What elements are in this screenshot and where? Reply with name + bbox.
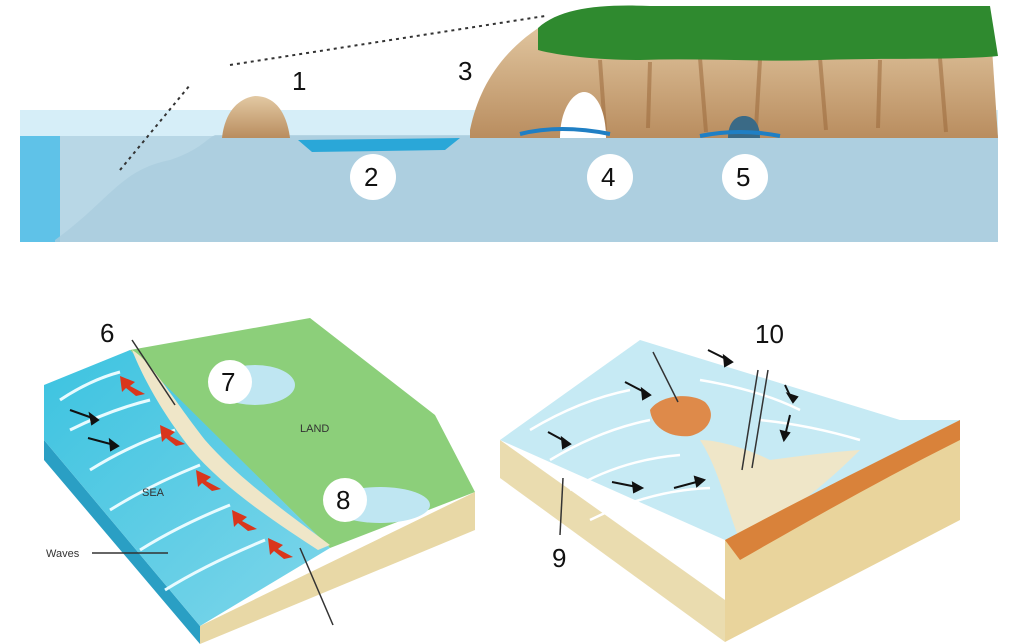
bottom-right-diagram: 9 10: [500, 319, 960, 642]
pointer-6: [131, 339, 176, 406]
pointer-headland: [652, 351, 679, 403]
sea-area: [500, 340, 960, 540]
cliff-vegetation: [538, 5, 998, 61]
cliff-streaks: [598, 57, 948, 133]
pointer-bottom: [299, 547, 334, 626]
block-side-front: [500, 440, 725, 642]
sea-stack: [222, 96, 290, 138]
label-5-circle: [722, 154, 768, 200]
label-4: 4: [601, 162, 615, 192]
bottom-left-diagram: 6 7 8 LAND SEA Waves: [44, 318, 475, 644]
label-9: 9: [552, 543, 566, 573]
label-7: 7: [221, 367, 235, 397]
former-cliff-line: [119, 15, 546, 171]
headland-outcrop: [650, 396, 711, 437]
sea-arch: [560, 92, 606, 138]
label-2-circle: [350, 154, 396, 200]
label-2: 2: [364, 162, 378, 192]
sea-label: SEA: [142, 487, 165, 499]
top-diagram: 1 2 3 4 5: [20, 5, 998, 242]
surf-foam: [519, 127, 781, 138]
label-1: 1: [292, 66, 306, 96]
sea-area: [44, 350, 330, 626]
wave-crests: [529, 358, 861, 522]
label-8-circle: [323, 478, 367, 522]
sea-block-left-face: [20, 120, 60, 242]
block-side-right: [725, 420, 960, 642]
longshore-drift-arrows: [120, 376, 293, 559]
label-6: 6: [100, 318, 114, 348]
block-side-front: [44, 440, 200, 644]
land-label: LAND: [300, 423, 329, 435]
label-4-circle: [587, 154, 633, 200]
rocky-headland: [725, 420, 960, 560]
block-side-right: [200, 492, 475, 644]
seabed-profile: [55, 135, 998, 242]
label-10: 10: [755, 319, 784, 349]
pointer-9: [559, 477, 564, 536]
wave-direction-arrows: [547, 349, 799, 494]
label-3: 3: [458, 56, 472, 86]
bay-beach: [700, 440, 860, 540]
label-5: 5: [736, 162, 750, 192]
pointer-10-b: [751, 369, 769, 469]
wave-cut-platform: [298, 138, 460, 152]
waves-label: Waves: [46, 548, 80, 560]
pointer-10-a: [741, 369, 759, 471]
wave-direction-arrows: [69, 409, 120, 452]
label-7-circle: [208, 360, 252, 404]
label-8: 8: [336, 485, 350, 515]
